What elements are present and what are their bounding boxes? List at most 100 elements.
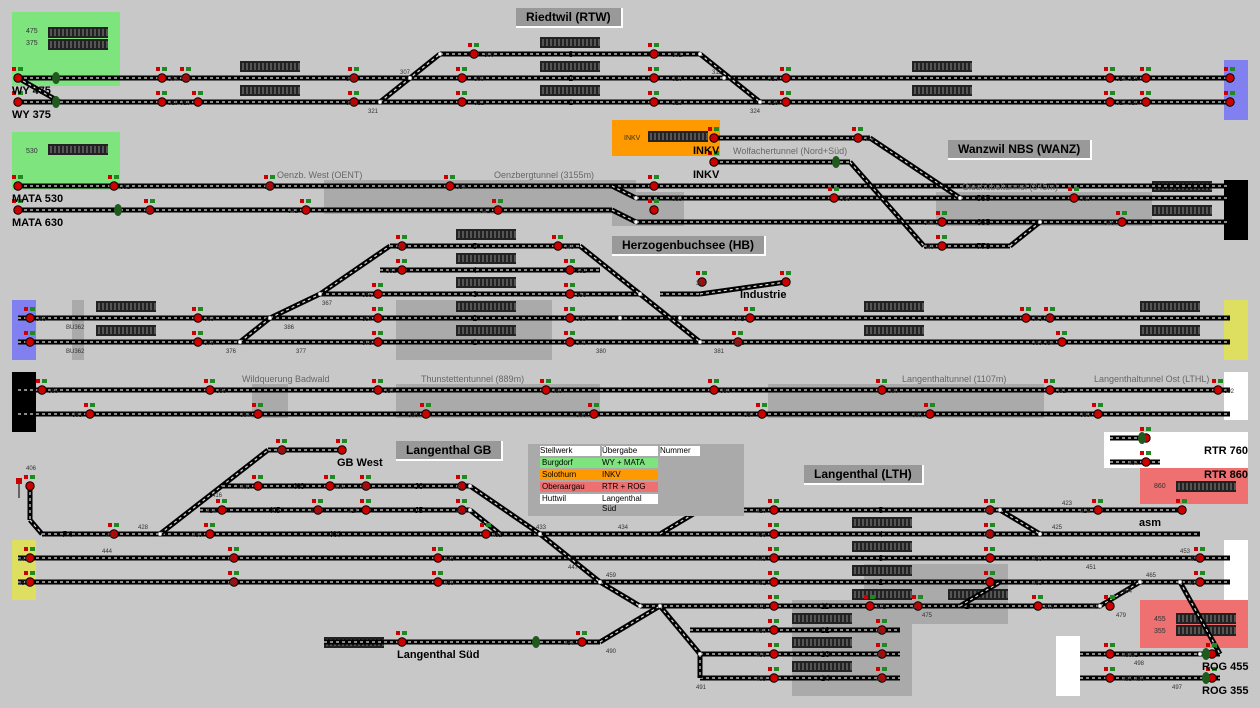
signal[interactable]	[1033, 601, 1043, 611]
signal[interactable]	[373, 289, 383, 299]
signal[interactable]	[1141, 457, 1151, 467]
switch-point-wanz[interactable]	[633, 195, 639, 201]
signal[interactable]	[877, 649, 887, 659]
signal[interactable]	[1105, 649, 1115, 659]
signal[interactable]	[481, 529, 491, 539]
switch-point-lth[interactable]	[637, 603, 643, 609]
signal[interactable]	[301, 205, 311, 215]
signal[interactable]	[781, 73, 791, 83]
signal[interactable]	[13, 97, 23, 107]
signal[interactable]	[37, 385, 47, 395]
dwarf-signal-icon[interactable]	[1202, 672, 1210, 684]
signal[interactable]	[25, 553, 35, 563]
signal[interactable]	[769, 673, 779, 683]
signal[interactable]	[457, 73, 467, 83]
switch-point-lth[interactable]	[467, 483, 473, 489]
signal[interactable]	[913, 601, 923, 611]
switch-point-lth[interactable]	[537, 531, 543, 537]
signal[interactable]	[253, 409, 263, 419]
signal[interactable]	[565, 265, 575, 275]
signal[interactable]	[493, 205, 503, 215]
switch-point-rtw[interactable]	[437, 51, 443, 57]
dwarf-signal-icon[interactable]	[1138, 432, 1146, 444]
signal[interactable]	[193, 97, 203, 107]
signal[interactable]	[13, 205, 23, 215]
signal[interactable]	[13, 73, 23, 83]
signal[interactable]	[457, 97, 467, 107]
switch-point-hb[interactable]	[637, 291, 643, 297]
signal[interactable]	[757, 409, 767, 419]
signal[interactable]	[1177, 505, 1187, 515]
station-title-langenthal[interactable]: Langenthal (LTH)	[804, 465, 924, 485]
signal[interactable]	[769, 505, 779, 515]
signal[interactable]	[337, 445, 347, 455]
signal[interactable]	[1141, 97, 1151, 107]
switch-point-rtw[interactable]	[757, 99, 763, 105]
signal[interactable]	[853, 133, 863, 143]
signal[interactable]	[205, 529, 215, 539]
signal[interactable]	[649, 97, 659, 107]
signal[interactable]	[709, 385, 719, 395]
signal[interactable]	[1195, 553, 1205, 563]
signal[interactable]	[565, 337, 575, 347]
signal[interactable]	[769, 577, 779, 587]
signal[interactable]	[433, 553, 443, 563]
signal[interactable]	[277, 445, 287, 455]
station-title-herzogenbuchsee[interactable]: Herzogenbuchsee (HB)	[612, 236, 767, 256]
dwarf-signal-icon[interactable]	[114, 204, 122, 216]
signal[interactable]	[649, 181, 659, 191]
signal[interactable]	[733, 337, 743, 347]
switch-point-lth[interactable]	[697, 651, 703, 657]
signal[interactable]	[1117, 217, 1127, 227]
signal[interactable]	[397, 265, 407, 275]
signal[interactable]	[13, 181, 23, 191]
track-gb-stub-bend[interactable]	[28, 518, 44, 536]
switch-point-hb[interactable]	[317, 291, 323, 297]
signal[interactable]	[373, 385, 383, 395]
signal[interactable]	[877, 385, 887, 395]
signal[interactable]	[157, 97, 167, 107]
switch-point-wanz[interactable]	[633, 219, 639, 225]
switch-point-lth[interactable]	[1037, 531, 1043, 537]
signal[interactable]	[577, 637, 587, 647]
signal[interactable]	[769, 649, 779, 659]
signal[interactable]	[1045, 313, 1055, 323]
switch-point-rtw[interactable]	[377, 99, 383, 105]
signal[interactable]	[937, 241, 947, 251]
switch-point-wanz[interactable]	[957, 195, 963, 201]
signal[interactable]	[253, 481, 263, 491]
signal[interactable]	[985, 505, 995, 515]
signal[interactable]	[397, 241, 407, 251]
signal[interactable]	[265, 181, 275, 191]
signal[interactable]	[25, 337, 35, 347]
dwarf-signal-icon[interactable]	[1202, 648, 1210, 660]
signal[interactable]	[1069, 193, 1079, 203]
signal[interactable]	[1021, 313, 1031, 323]
station-title-langenthal-gb[interactable]: Langenthal GB	[396, 441, 504, 461]
signal[interactable]	[649, 205, 659, 215]
signal[interactable]	[85, 409, 95, 419]
switch-point-lth[interactable]	[467, 507, 473, 513]
signal[interactable]	[985, 577, 995, 587]
signal[interactable]	[553, 241, 563, 251]
signal[interactable]	[925, 409, 935, 419]
signal[interactable]	[229, 553, 239, 563]
signal[interactable]	[541, 385, 551, 395]
signal[interactable]	[25, 481, 35, 491]
switch-point-lth[interactable]	[997, 507, 1003, 513]
signal[interactable]	[457, 481, 467, 491]
signal[interactable]	[649, 49, 659, 59]
signal[interactable]	[373, 313, 383, 323]
signal[interactable]	[469, 49, 479, 59]
switch-point-hb[interactable]	[677, 315, 683, 321]
dwarf-signal-icon[interactable]	[52, 96, 60, 108]
signal[interactable]	[937, 217, 947, 227]
signal[interactable]	[649, 73, 659, 83]
signal[interactable]	[589, 409, 599, 419]
signal[interactable]	[1105, 97, 1115, 107]
signal[interactable]	[1225, 73, 1235, 83]
track-hb-xo1[interactable]	[268, 291, 322, 321]
switch-point-rtw[interactable]	[697, 51, 703, 57]
dwarf-signal-icon[interactable]	[52, 72, 60, 84]
signal[interactable]	[1093, 505, 1103, 515]
